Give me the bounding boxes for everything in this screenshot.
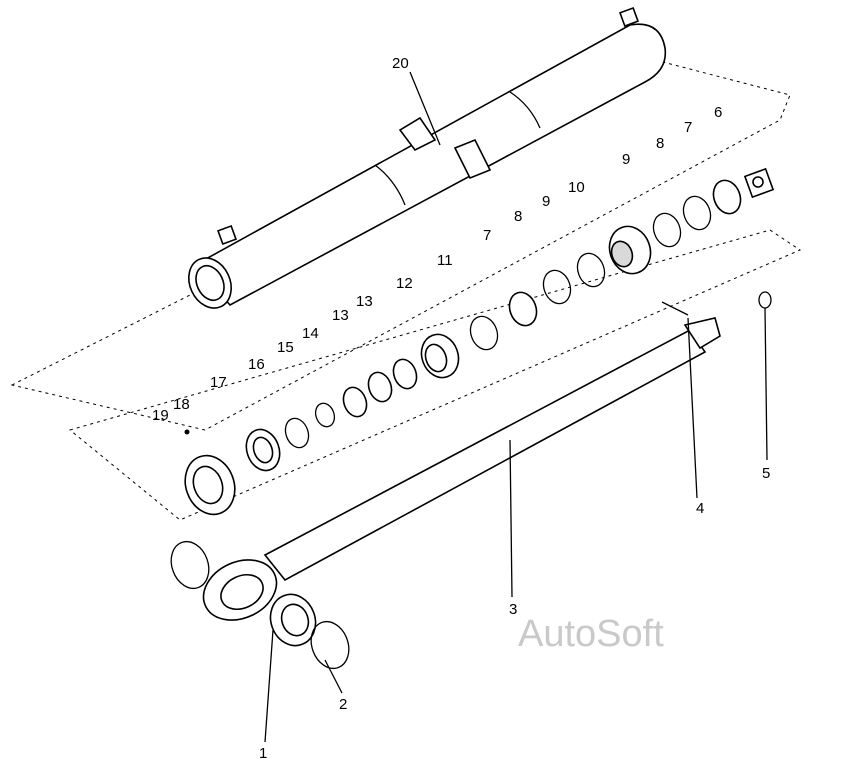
callout-17: 17 (210, 374, 227, 391)
callout-18: 18 (173, 396, 190, 413)
part-cylinder-barrel (188, 7, 667, 309)
callout-16: 16 (248, 356, 265, 373)
assembly-boundary (10, 59, 802, 521)
callout-20: 20 (392, 55, 409, 72)
callout-2: 2 (339, 696, 347, 713)
callout-12: 12 (396, 275, 413, 292)
part-seal-rings-lower (284, 252, 606, 449)
callout-9-lower: 9 (542, 193, 550, 210)
callout-14: 14 (302, 325, 319, 342)
callout-11: 11 (437, 252, 453, 269)
callout-13b: 13 (332, 307, 349, 324)
watermark: AutoSoft (518, 613, 664, 655)
callout-3: 3 (509, 601, 517, 618)
callout-5: 5 (762, 465, 770, 482)
leader-lines (264, 71, 768, 743)
callout-labels: 1 2 3 4 5 6 7 8 9 10 11 12 13 13 14 15 1… (152, 55, 770, 762)
part-gland-nut (184, 454, 236, 516)
part-seal-rings-upper (652, 167, 775, 248)
callout-7-lower: 7 (483, 227, 491, 244)
callout-8: 8 (656, 135, 664, 152)
part-retaining-rings (170, 540, 350, 670)
callout-9: 9 (622, 151, 630, 168)
callout-19: 19 (152, 407, 169, 424)
callout-8-lower: 8 (514, 208, 522, 225)
part-piston-rod (202, 317, 721, 621)
part-bushing (269, 593, 317, 647)
callout-7: 7 (684, 119, 692, 136)
callout-15: 15 (277, 339, 294, 356)
callout-6: 6 (714, 104, 722, 121)
callout-1: 1 (259, 745, 267, 762)
part-gland (245, 428, 281, 472)
callout-13a: 13 (356, 293, 373, 310)
part-piston (608, 225, 652, 275)
callout-4: 4 (696, 500, 704, 517)
callout-10: 10 (568, 179, 585, 196)
